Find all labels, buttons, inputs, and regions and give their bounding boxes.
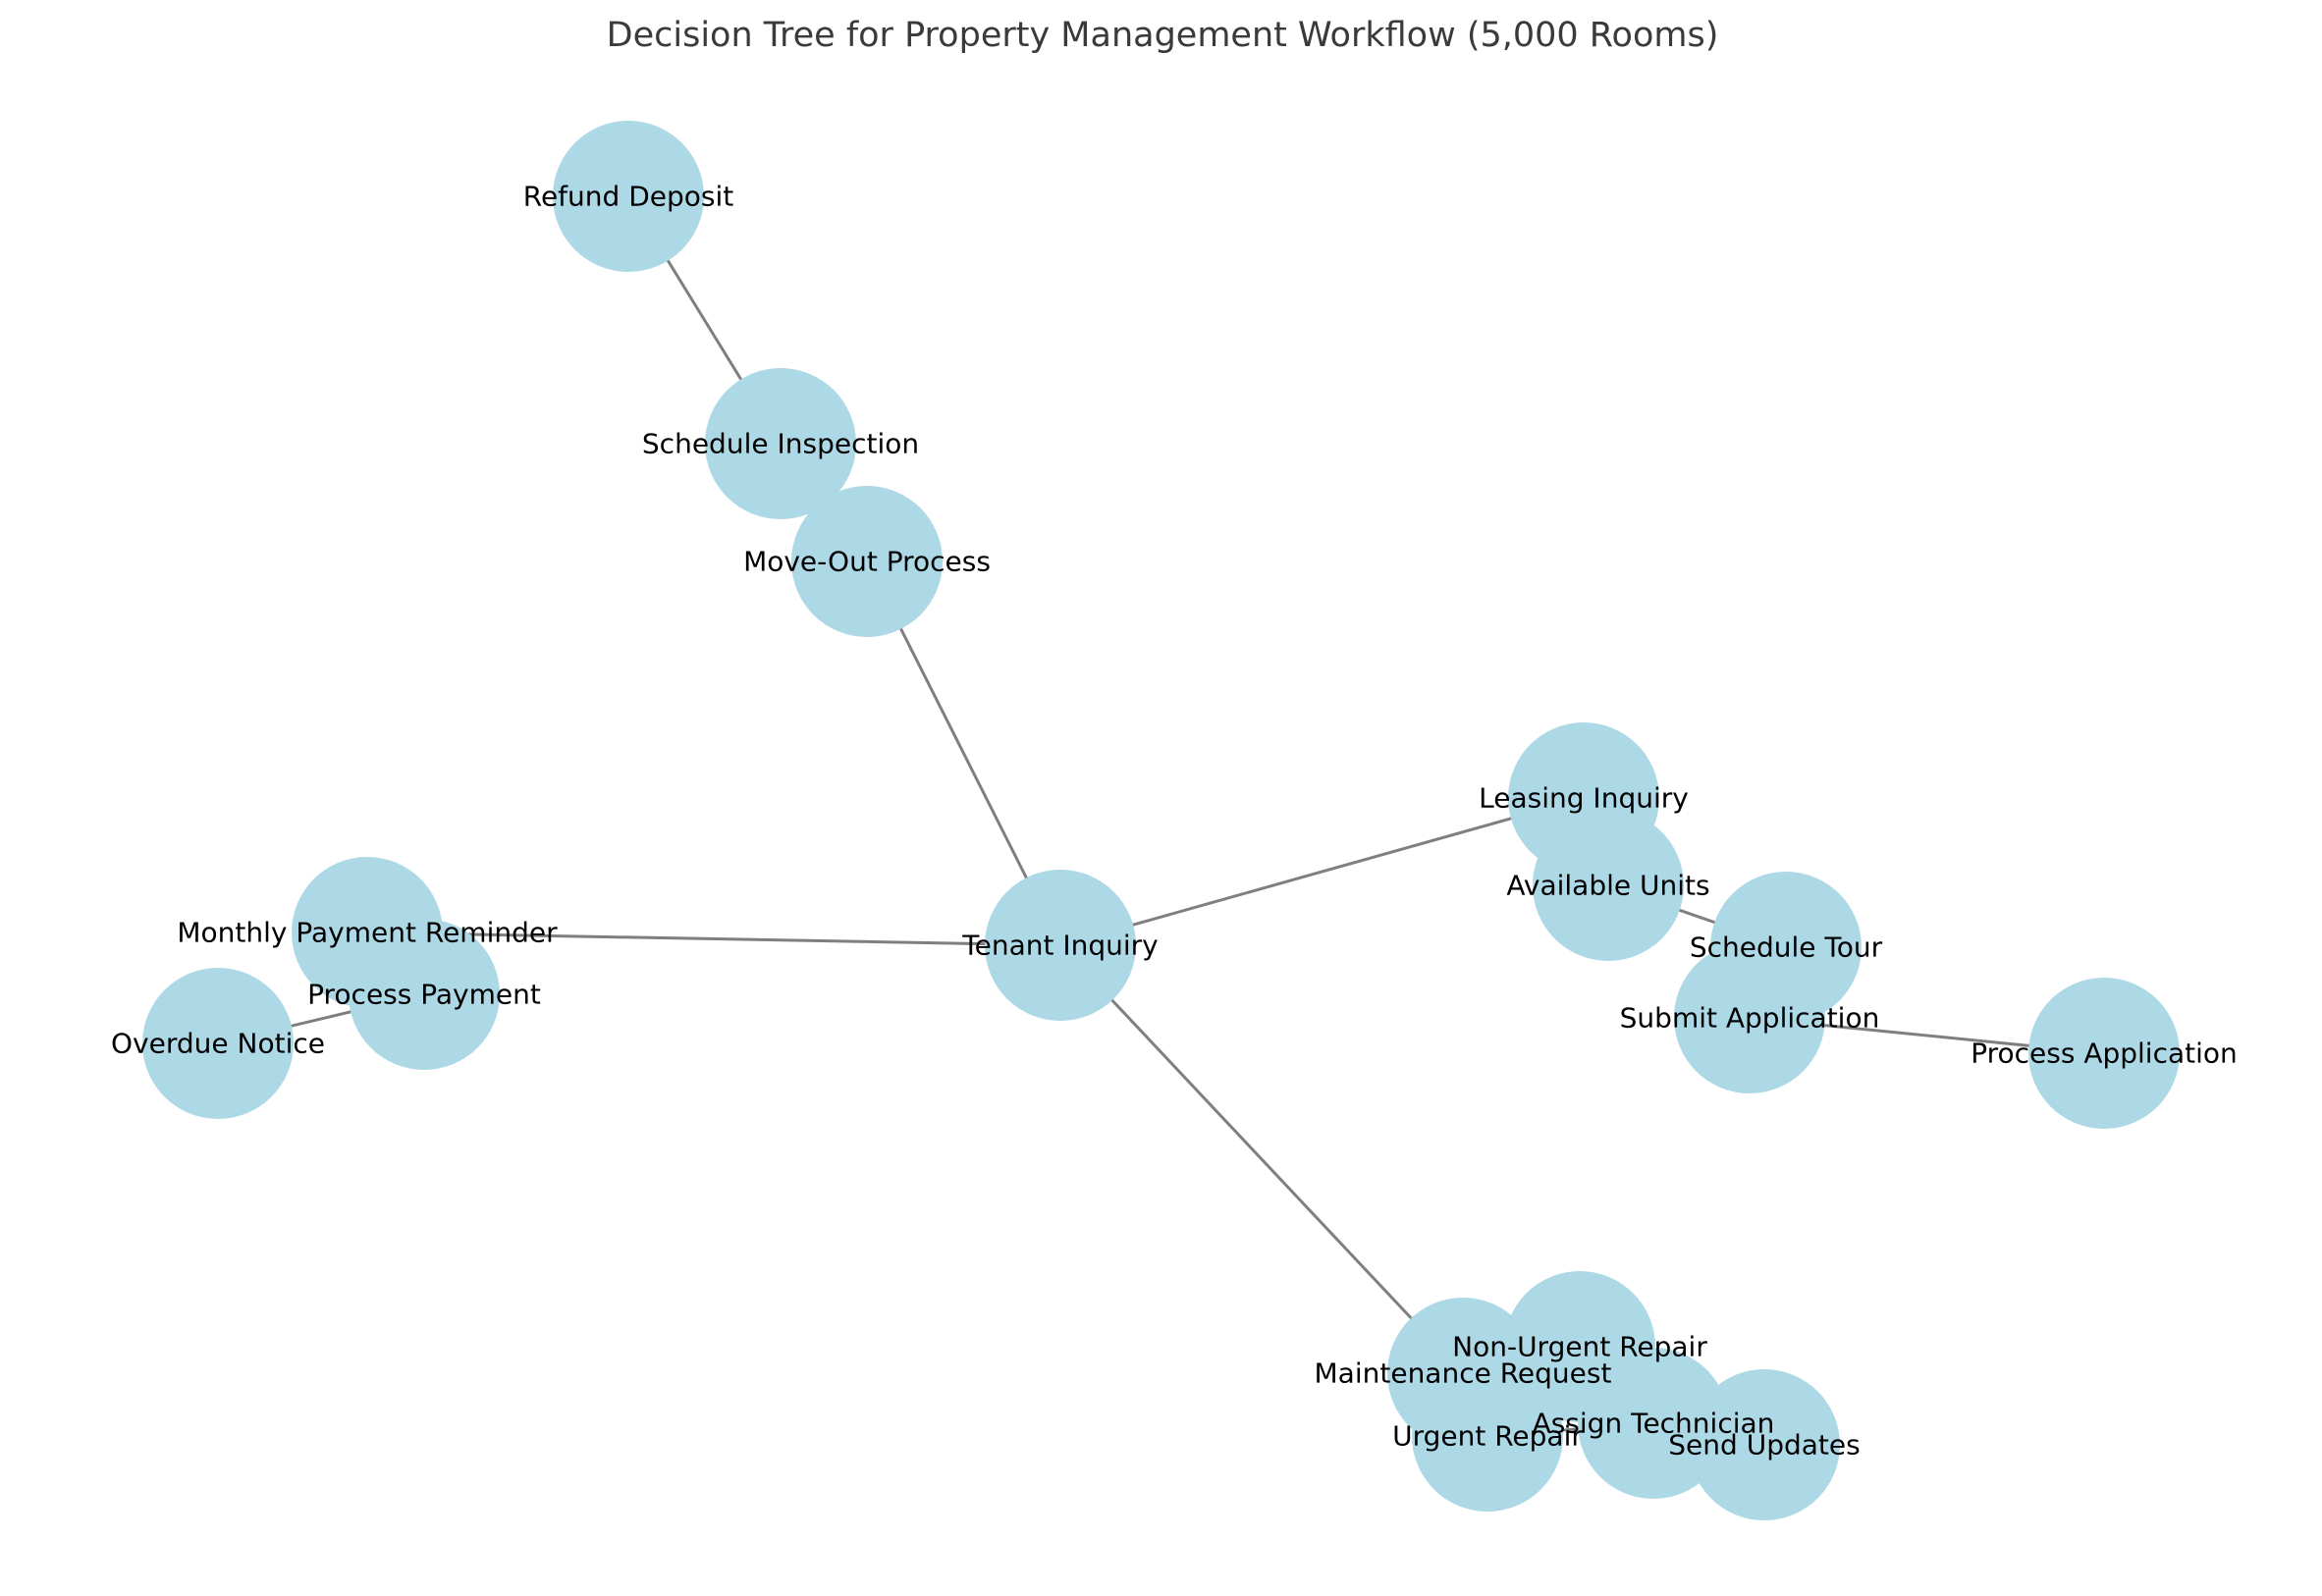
node-circle-submit_application	[1674, 942, 1825, 1093]
node-circle-move_out_process	[791, 486, 943, 637]
node-circle-refund_deposit	[553, 121, 704, 272]
edge-tenant_inquiry--monthly_payment_reminder	[366, 931, 1061, 947]
node-circle-send_updates	[1689, 1369, 1840, 1520]
node-circle-process_payment	[349, 919, 500, 1070]
edges-layer	[217, 195, 2105, 1447]
edge-tenant_inquiry--leasing_inquiry	[1059, 796, 1585, 947]
node-circle-schedule_inspection	[705, 368, 856, 519]
node-circle-process_application	[2028, 978, 2180, 1129]
node-circle-overdue_notice	[142, 968, 294, 1119]
node-circle-available_units	[1533, 810, 1684, 961]
nodes-layer	[142, 121, 2180, 1520]
figure-title: Decision Tree for Property Management Wo…	[607, 16, 1719, 55]
edge-tenant_inquiry--maintenance_request	[1058, 943, 1465, 1375]
node-circle-tenant_inquiry	[985, 870, 1136, 1021]
